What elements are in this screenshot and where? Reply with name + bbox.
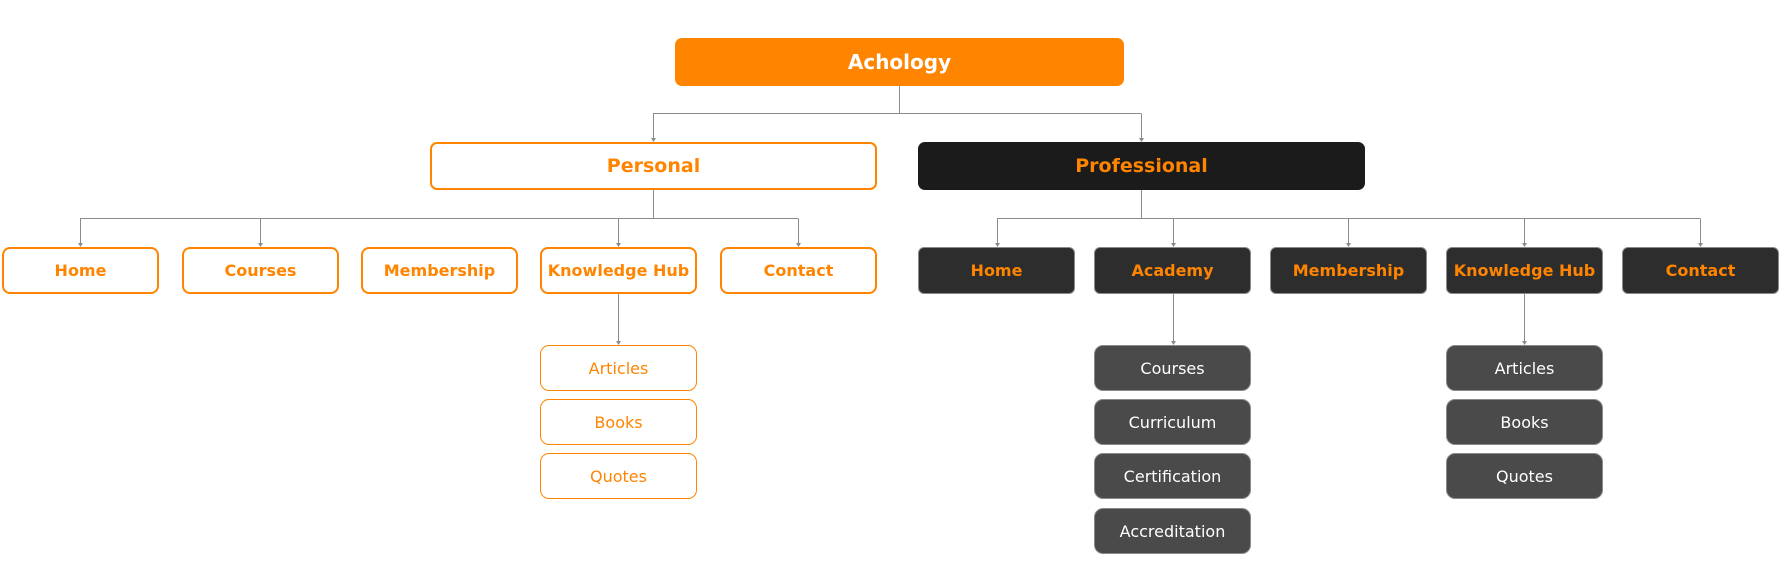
personal-contact-node[interactable]: Contact — [720, 247, 877, 294]
professional-articles-node[interactable]: Articles — [1446, 345, 1603, 391]
professional-curriculum-node[interactable]: Curriculum — [1094, 399, 1251, 445]
personal-books-node[interactable]: Books — [540, 399, 697, 445]
personal-membership-node[interactable]: Membership — [361, 247, 518, 294]
professional-home-node[interactable]: Home — [918, 247, 1075, 294]
professional-membership-node[interactable]: Membership — [1270, 247, 1427, 294]
connector-personal — [80, 190, 799, 246]
professional-certification-node[interactable]: Certification — [1094, 453, 1251, 499]
personal-home-node[interactable]: Home — [2, 247, 159, 294]
professional-contact-node[interactable]: Contact — [1622, 247, 1779, 294]
professional-quotes-node[interactable]: Quotes — [1446, 453, 1603, 499]
personal-articles-node[interactable]: Articles — [540, 345, 697, 391]
root-node[interactable]: Achology — [675, 38, 1124, 86]
connector-root — [653, 86, 1142, 141]
professional-accreditation-node[interactable]: Accreditation — [1094, 508, 1251, 554]
connector-professional — [997, 190, 1701, 246]
professional-academy-node[interactable]: Academy — [1094, 247, 1251, 294]
personal-node[interactable]: Personal — [430, 142, 877, 190]
professional-books-node[interactable]: Books — [1446, 399, 1603, 445]
connector-arrowheads — [78, 138, 1703, 345]
personal-quotes-node[interactable]: Quotes — [540, 453, 697, 499]
professional-courses-node[interactable]: Courses — [1094, 345, 1251, 391]
personal-knowledge-hub-node[interactable]: Knowledge Hub — [540, 247, 697, 294]
personal-courses-node[interactable]: Courses — [182, 247, 339, 294]
professional-node[interactable]: Professional — [918, 142, 1365, 190]
professional-knowledge-hub-node[interactable]: Knowledge Hub — [1446, 247, 1603, 294]
